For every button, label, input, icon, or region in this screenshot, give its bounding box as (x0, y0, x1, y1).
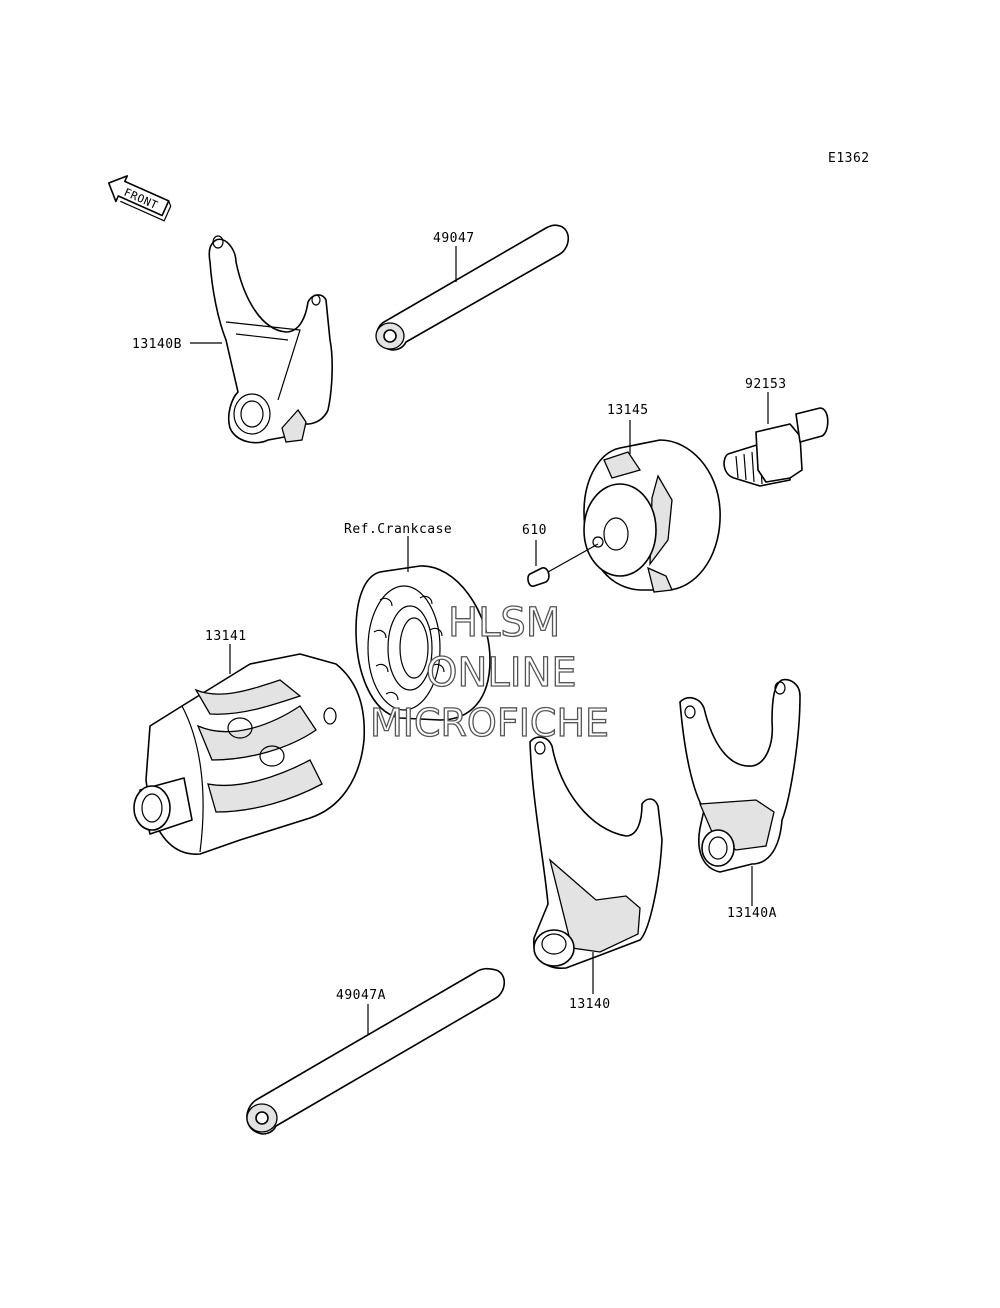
shaft-49047a (246, 967, 506, 1135)
bearing-ref-crankcase (355, 565, 491, 721)
label-ref-crankcase: Ref.Crankcase (344, 522, 452, 537)
watermark-line1: HLSM (448, 600, 560, 646)
shift-drum-cam-13145 (583, 439, 721, 593)
shift-drum-13141 (133, 653, 366, 855)
front-arrow: FRONT (107, 175, 172, 222)
watermark-line3: MICROFICHE (370, 701, 609, 745)
shift-fork-13140 (529, 736, 663, 969)
stopper-bolt-92153 (723, 407, 829, 487)
label-49047a: 49047A (336, 988, 386, 1003)
label-13141: 13141 (205, 629, 247, 644)
label-13140b: 13140B (132, 337, 182, 352)
label-92153: 92153 (745, 377, 787, 392)
label-13140a: 13140A (727, 906, 777, 921)
shaft-49047 (375, 224, 570, 351)
diagram-id-label: E1362 (828, 151, 870, 166)
watermark-line2: ONLINE (426, 650, 577, 696)
label-13140: 13140 (569, 997, 611, 1012)
shift-fork-13140a (679, 678, 801, 873)
shift-fork-13140b (208, 235, 333, 444)
label-610: 610 (522, 523, 547, 538)
label-13145: 13145 (607, 403, 649, 418)
watermark: HLSM ONLINE MICROFICHE (369, 599, 609, 745)
pin-610 (527, 543, 599, 587)
label-49047: 49047 (433, 231, 475, 246)
